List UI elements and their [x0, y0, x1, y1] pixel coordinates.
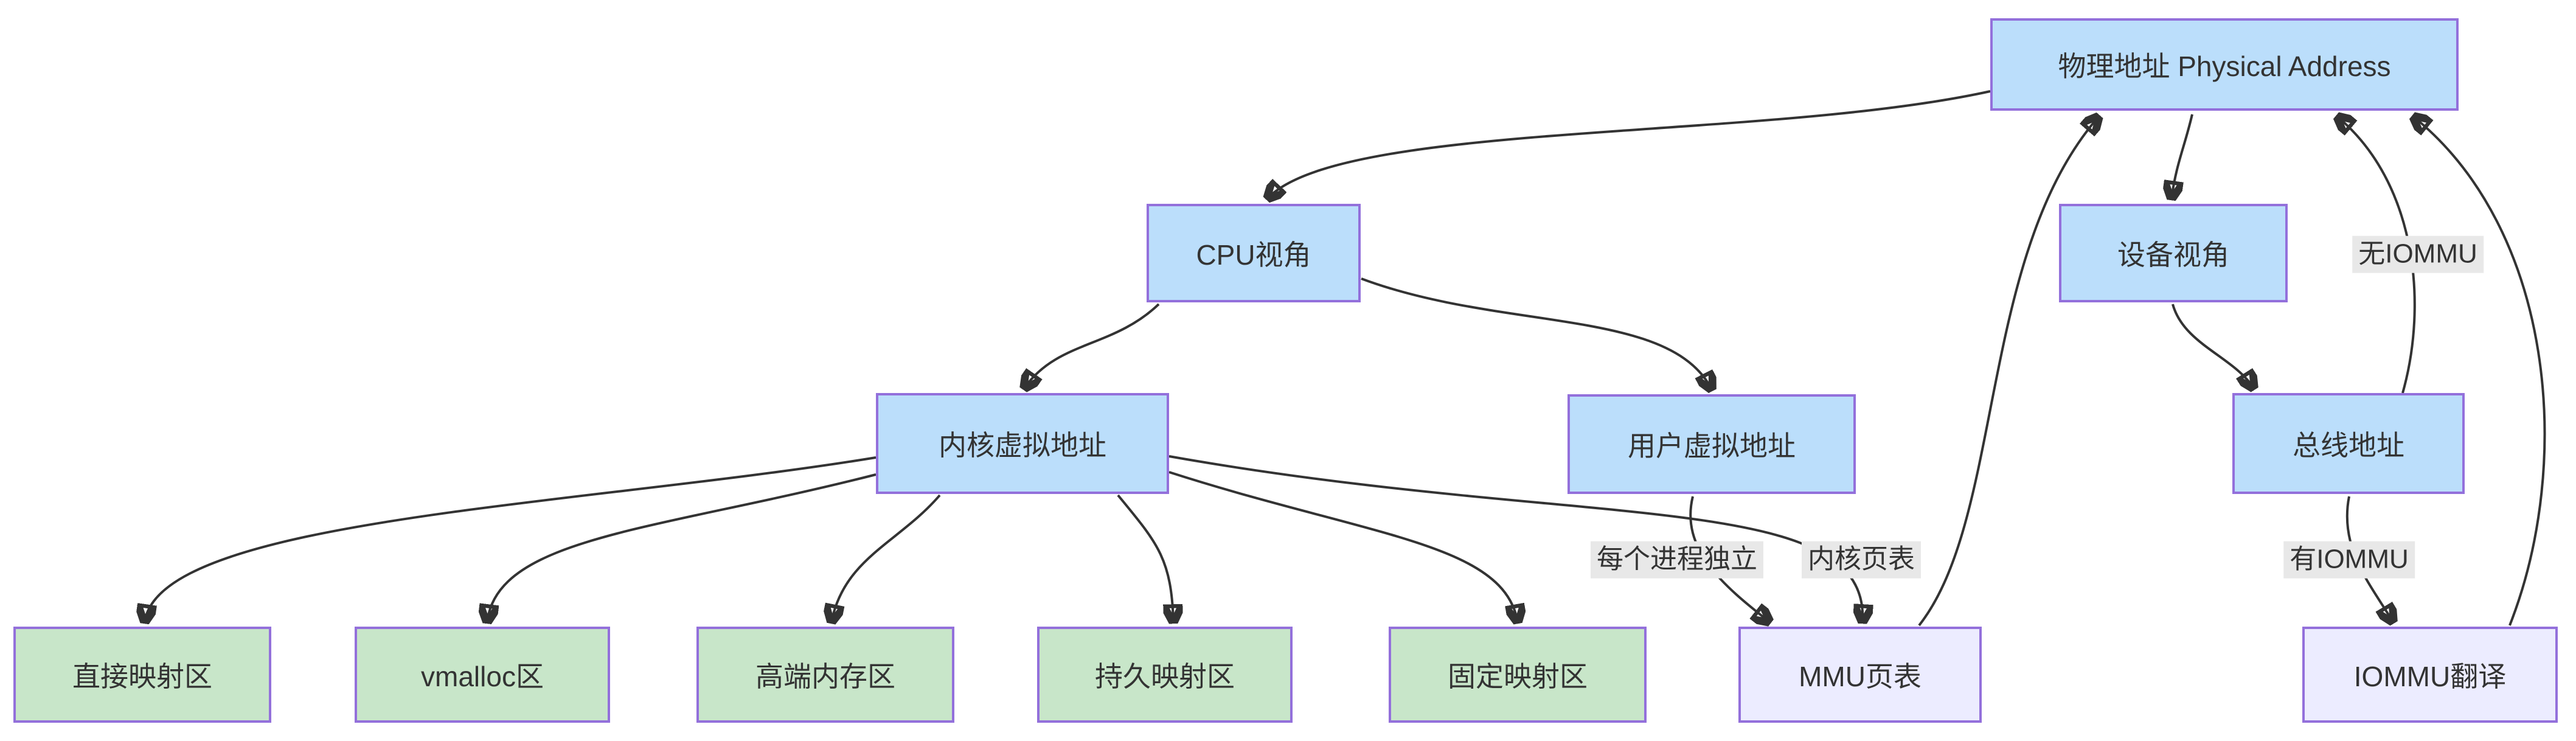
edge-label-has-iommu: 有IOMMU [2283, 541, 2415, 579]
node-fixed-mapping-zone: 固定映射区 [1389, 627, 1647, 723]
node-iommu-translation-label: IOMMU翻译 [2353, 661, 2507, 692]
edge-cpu-to-user-virtual [1361, 277, 1712, 389]
node-device-view: 设备视角 [2059, 204, 2288, 302]
edge-label-kernel-page-table: 内核页表 [1802, 541, 1921, 579]
node-fixed-mapping-zone-label: 固定映射区 [1448, 661, 1588, 692]
edge-physical-to-cpu [1268, 90, 1991, 198]
edge-mmu-to-physical [1918, 117, 2099, 627]
node-direct-mapping-zone-label: 直接映射区 [72, 661, 212, 692]
edge-kernel-to-vmalloc [487, 473, 877, 622]
node-cpu-view: CPU视角 [1147, 204, 1361, 302]
node-kernel-virtual-address: 内核虚拟地址 [876, 393, 1169, 494]
node-high-memory-zone: 高端内存区 [696, 627, 954, 723]
node-iommu-translation: IOMMU翻译 [2302, 627, 2558, 723]
edge-physical-to-device [2172, 114, 2193, 198]
node-physical-address: 物理地址 Physical Address [1990, 18, 2459, 111]
edge-label-no-iommu: 无IOMMU [2352, 235, 2484, 273]
node-persistent-mapping-zone: 持久映射区 [1037, 627, 1293, 723]
edge-device-to-bus [2172, 304, 2254, 388]
node-physical-address-label: 物理地址 Physical Address [2058, 50, 2391, 82]
node-user-virtual-address-label: 用户虚拟地址 [1628, 430, 1796, 462]
edge-kernel-to-persistent [1117, 494, 1173, 622]
node-vmalloc-zone-label: vmalloc区 [421, 661, 544, 692]
node-direct-mapping-zone: 直接映射区 [13, 627, 271, 723]
node-mmu-page-table-label: MMU页表 [1799, 661, 1922, 692]
edge-kernel-to-highmem [831, 494, 941, 622]
edge-kernel-to-direct [145, 456, 877, 622]
edge-iommu-to-physical [2414, 117, 2546, 626]
node-user-virtual-address: 用户虚拟地址 [1567, 394, 1856, 494]
node-high-memory-zone-label: 高端内存区 [755, 661, 895, 692]
edge-label-per-process-independent: 每个进程独立 [1591, 541, 1763, 579]
node-cpu-view-label: CPU视角 [1196, 239, 1311, 271]
edge-kernel-to-fixed [1168, 471, 1518, 622]
node-persistent-mapping-zone-label: 持久映射区 [1095, 661, 1235, 692]
edge-cpu-to-kernel-virtual [1024, 303, 1160, 388]
node-device-view-label: 设备视角 [2117, 239, 2229, 271]
node-mmu-page-table: MMU页表 [1738, 627, 1982, 723]
node-bus-address: 总线地址 [2232, 393, 2465, 494]
node-vmalloc-zone: vmalloc区 [355, 627, 610, 723]
node-kernel-virtual-address-label: 内核虚拟地址 [939, 430, 1106, 461]
node-bus-address-label: 总线地址 [2293, 430, 2404, 461]
